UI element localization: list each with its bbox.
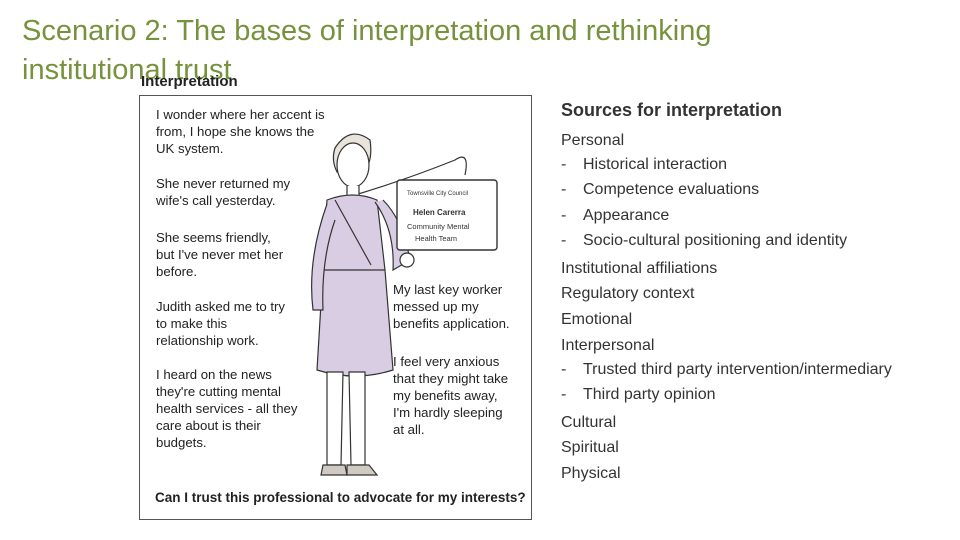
professional-figure: Townsville City Council Helen Carerra Co…: [311, 133, 498, 476]
source-subitem: -Historical interaction: [561, 154, 941, 175]
source-text: Institutional affiliations: [561, 259, 718, 277]
source-text: Personal: [561, 132, 625, 149]
source-subitem: -Appearance: [561, 205, 941, 226]
source-text: Interpersonal: [561, 336, 655, 354]
quote-call: She never returned my wife's call yester…: [156, 176, 291, 208]
sources-list: Personal-Historical interaction-Competen…: [561, 128, 941, 487]
source-item: Personal: [561, 128, 941, 154]
badge-team-line2: Health Team: [415, 234, 457, 243]
bullet-dash: -: [561, 232, 567, 250]
source-text: Spiritual: [561, 439, 619, 457]
source-text: Emotional: [561, 311, 633, 329]
source-subitem: -Trusted third party intervention/interm…: [561, 359, 941, 380]
source-text: Third party opinion: [583, 386, 716, 404]
sources-heading: Sources for interpretation: [561, 100, 783, 120]
bullet-dash: -: [561, 155, 567, 173]
source-item: Cultural: [561, 410, 941, 436]
bullet-dash: -: [561, 206, 567, 224]
quote-news: I heard on the news they're cutting ment…: [156, 367, 298, 450]
illustration-question: Can I trust this professional to advocat…: [155, 490, 526, 505]
source-text: Historical interaction: [583, 155, 728, 173]
source-text: Trusted third party intervention/interme…: [583, 360, 892, 378]
id-badge: [396, 179, 498, 251]
badge-name: Helen Carerra: [413, 208, 466, 217]
face: [336, 142, 370, 188]
bullet-dash: -: [561, 360, 567, 378]
slide-title: Scenario 2: The bases of interpretation …: [22, 15, 712, 86]
source-item: Physical: [561, 461, 941, 487]
sources-panel: Sources for interpretation Personal-Hist…: [561, 98, 941, 487]
source-text: Competence evaluations: [583, 181, 760, 199]
badge-org: Townsville City Council: [407, 191, 468, 197]
lanyard: [354, 156, 467, 196]
source-text: Cultural: [561, 413, 617, 431]
quote-friendly: She seems friendly, but I've never met h…: [156, 230, 284, 279]
source-subitem: -Competence evaluations: [561, 179, 941, 200]
source-text: Appearance: [583, 206, 670, 224]
quote-key-worker: My last key worker messed up my benefits…: [393, 282, 510, 331]
badge-team-line1: Community Mental: [407, 222, 470, 231]
bullet-dash: -: [561, 181, 567, 199]
source-item: Spiritual: [561, 435, 941, 461]
bullet-dash: -: [561, 386, 567, 404]
source-text: Socio-cultural positioning and identity: [583, 232, 848, 250]
source-text: Physical: [561, 464, 621, 482]
quote-anxious: I feel very anxious that they might take…: [393, 354, 509, 437]
source-item: Regulatory context: [561, 281, 941, 307]
source-subitem: -Third party opinion: [561, 384, 941, 405]
quote-accent: I wonder where her accent is from, I hop…: [156, 107, 325, 156]
source-text: Regulatory context: [561, 285, 695, 303]
source-item: Emotional: [561, 307, 941, 333]
quote-judith: Judith asked me to try to make this rela…: [156, 299, 286, 348]
illustration-heading: Interpretation: [141, 73, 238, 90]
source-subitem: -Socio-cultural positioning and identity: [561, 230, 941, 251]
source-item: Interpersonal: [561, 333, 941, 359]
source-item: Institutional affiliations: [561, 256, 941, 282]
